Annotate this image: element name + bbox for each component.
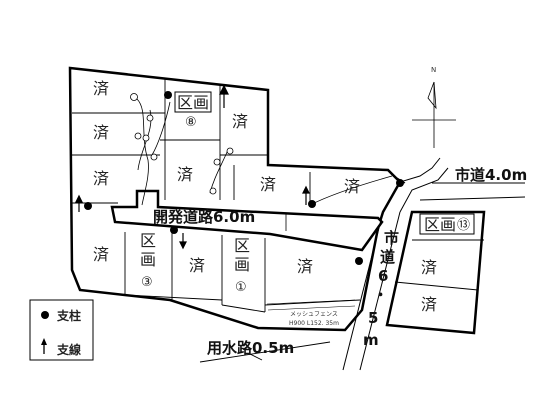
city-road-char: 道 xyxy=(380,248,395,266)
water-channel xyxy=(199,341,331,363)
pole-legend-label: 支柱 xyxy=(56,308,81,323)
fence-label-1: メッシュフェンス xyxy=(290,311,338,318)
lot-label-sold: 済 xyxy=(93,79,109,98)
section-labels: 区画 ⑧ 区 画 ③ 区 画 ① 区画 ⑬ xyxy=(140,91,475,295)
lot-labels: 済 済 済 済 済 済 済 済 済 済 済 済 xyxy=(93,79,437,314)
lot-lines xyxy=(72,78,361,313)
wire-nodes xyxy=(130,93,234,195)
legend: 支柱 支線 xyxy=(29,299,94,361)
section-13-number: ⑬ xyxy=(457,218,470,233)
city-road-6-5-label: 市 道 6 ・ 5 m xyxy=(363,229,399,349)
lot-label-sold: 済 xyxy=(232,112,248,131)
city-road-char: 6 xyxy=(378,267,388,285)
development-road xyxy=(110,189,384,252)
section-3-number: ③ xyxy=(141,275,153,290)
pole-legend-icon xyxy=(41,311,49,319)
section-13-block xyxy=(385,210,486,335)
lot-label-sold: 済 xyxy=(260,175,276,194)
section-3-label-2: 画 xyxy=(140,250,156,269)
development-road-label: 開発道路6.0m xyxy=(153,208,255,226)
lot-label-sold: 済 xyxy=(93,169,109,188)
city-road-char: 市 xyxy=(384,229,399,247)
lot-label-sold: 済 xyxy=(421,258,437,277)
section-13-lot-lines xyxy=(394,239,484,291)
city-road-4-label: 市道4.0m xyxy=(455,166,527,184)
mesh-fence xyxy=(266,299,356,311)
section-1-label-2: 画 xyxy=(234,255,250,274)
lot-label-sold: 済 xyxy=(177,165,193,184)
section-13-label: 区画 xyxy=(424,215,456,234)
lot-label-sold: 済 xyxy=(93,245,109,264)
city-road-char: 5 xyxy=(368,309,378,327)
section-1-label-1: 区 xyxy=(234,236,250,255)
lot-label-sold: 済 xyxy=(344,177,360,196)
fence-label-2: H900 L152. 35m xyxy=(289,320,339,327)
lot-label-sold: 済 xyxy=(297,257,313,276)
section-8-number: ⑧ xyxy=(185,115,197,130)
section-8-label: 区画 xyxy=(177,93,209,112)
lot-label-sold: 済 xyxy=(93,123,109,142)
north-compass: N xyxy=(412,66,456,148)
city-road-char: ・ xyxy=(373,286,388,304)
north-label: N xyxy=(431,66,436,74)
water-channel-label: 用水路0.5m xyxy=(207,339,294,357)
city-road-char: m xyxy=(363,331,379,349)
section-3-label-1: 区 xyxy=(140,231,156,250)
lot-label-sold: 済 xyxy=(421,295,437,314)
main-site-boundary xyxy=(68,66,402,332)
stay-wire-legend-label: 支線 xyxy=(56,342,81,357)
section-1-number: ① xyxy=(235,280,247,295)
city-road-6-5 xyxy=(342,157,526,371)
lot-label-sold: 済 xyxy=(189,256,205,275)
stay-wire-arrows xyxy=(75,84,406,250)
